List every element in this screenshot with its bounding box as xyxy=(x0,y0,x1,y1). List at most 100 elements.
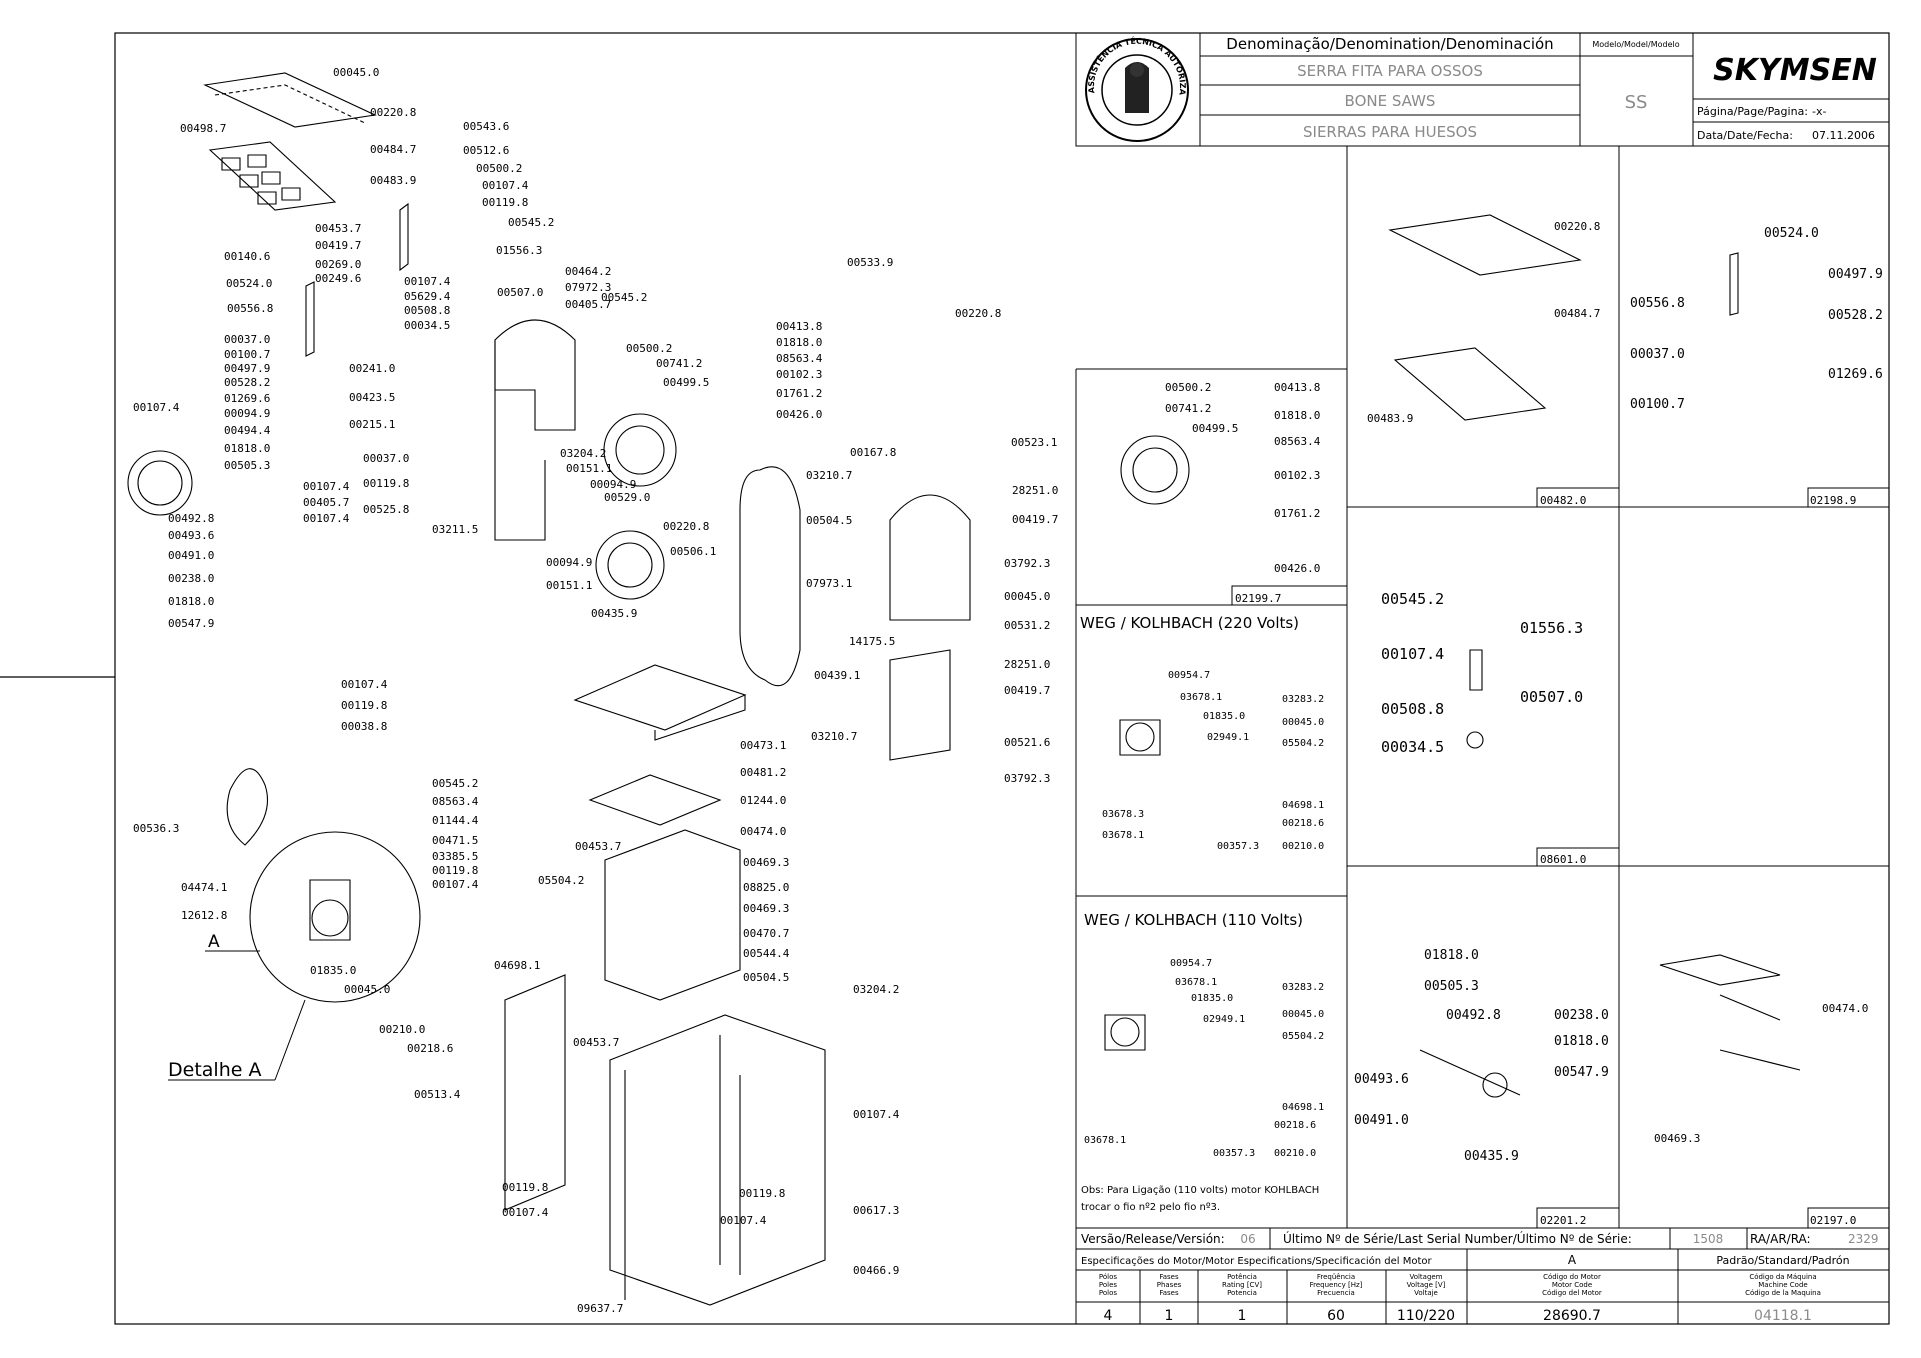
callout: 00545.2 xyxy=(1381,590,1444,608)
callout: 00499.5 xyxy=(1192,422,1238,435)
callout: 09637.7 xyxy=(577,1302,623,1315)
rating-value: 1 xyxy=(1238,1308,1247,1324)
callout: 00505.3 xyxy=(1424,979,1479,994)
callout: 01818.0 xyxy=(1554,1034,1609,1049)
callout: 05504.2 xyxy=(1282,738,1324,749)
callout: 00464.2 xyxy=(565,265,611,278)
callout: 00500.2 xyxy=(626,342,672,355)
callout: 00210.0 xyxy=(379,1023,425,1036)
weg-110-title: WEG / KOLHBACH (110 Volts) xyxy=(1084,911,1303,929)
callout: 00107.4 xyxy=(720,1214,767,1227)
callout: 01818.0 xyxy=(224,442,270,455)
callout: 00533.9 xyxy=(847,256,893,269)
page-label: Página/Page/Pagina: xyxy=(1697,105,1808,118)
callout: 00494.4 xyxy=(224,424,271,437)
callout: 00107.4 xyxy=(341,678,388,691)
callout: 00505.3 xyxy=(224,459,270,472)
motor-spec-label: Especificações do Motor/Motor Especifica… xyxy=(1081,1255,1433,1267)
callout: 00037.0 xyxy=(1630,347,1685,362)
callout: 00469.3 xyxy=(743,856,789,869)
callout: 00469.3 xyxy=(1654,1132,1700,1145)
exploded-parts-drawing xyxy=(127,72,1801,1306)
callout: 00473.1 xyxy=(740,739,786,752)
callout: 00954.7 xyxy=(1168,670,1210,681)
footer-column-header: Frequency [Hz] xyxy=(1310,1281,1363,1289)
callout: 03678.1 xyxy=(1084,1135,1126,1146)
callout: 00617.3 xyxy=(853,1204,899,1217)
callout: 00528.2 xyxy=(224,376,270,389)
ra-value: 2329 xyxy=(1848,1232,1879,1246)
callout: 01761.2 xyxy=(776,387,822,400)
motor-code-value: 28690.7 xyxy=(1543,1308,1601,1324)
callout: 00269.0 xyxy=(315,258,361,271)
callout: 04698.1 xyxy=(1282,1102,1324,1113)
callout: 01144.4 xyxy=(432,814,479,827)
motor-code-header: A xyxy=(1568,1253,1577,1267)
callout: 00107.4 xyxy=(432,878,479,891)
page-value: -x- xyxy=(1812,105,1826,118)
callout: 03678.1 xyxy=(1180,692,1222,703)
callout: 01818.0 xyxy=(1424,948,1479,963)
callout: 00528.2 xyxy=(1828,308,1883,323)
callout: 01761.2 xyxy=(1274,507,1320,520)
callout: 01835.0 xyxy=(1203,711,1245,722)
callout: 00215.1 xyxy=(349,418,395,431)
callout: 04698.1 xyxy=(1282,800,1324,811)
callout: 00741.2 xyxy=(656,357,702,370)
callout: 00119.8 xyxy=(502,1181,548,1194)
seal-text: ASSISTÊNCIA TÉCNICA AUTORIZADA xyxy=(0,0,1187,96)
callout: 00524.0 xyxy=(1764,226,1819,241)
callout: 00741.2 xyxy=(1165,402,1211,415)
callout: 03211.5 xyxy=(432,523,478,536)
callout: 00119.8 xyxy=(739,1187,785,1200)
callout: 00220.8 xyxy=(1554,220,1600,233)
callout: 03283.2 xyxy=(1282,694,1324,705)
callout: 05629.4 xyxy=(404,290,451,303)
callout: 03792.3 xyxy=(1004,772,1050,785)
callout: 00492.8 xyxy=(168,512,214,525)
callout: 00045.0 xyxy=(1282,717,1324,728)
footer-column-header: Machine Code xyxy=(1758,1281,1807,1289)
callout: 00413.8 xyxy=(1274,381,1320,394)
machine-code-value: 04118.1 xyxy=(1754,1308,1812,1324)
version-value: 06 xyxy=(1240,1232,1255,1246)
callout: 01556.3 xyxy=(1520,619,1583,637)
callout: 03678.1 xyxy=(1175,977,1217,988)
callout: 00094.9 xyxy=(224,407,270,420)
panel-code-02198: 02198.9 xyxy=(1810,494,1856,507)
callout: 03385.5 xyxy=(432,850,478,863)
brand-logo: SKYMSEN xyxy=(1713,53,1877,88)
callout: 00037.0 xyxy=(363,452,409,465)
callout: 01818.0 xyxy=(1274,409,1320,422)
callout: 00545.2 xyxy=(601,291,647,304)
callout: 00493.6 xyxy=(168,529,214,542)
callout: 01835.0 xyxy=(1191,993,1233,1004)
poles-value: 4 xyxy=(1104,1308,1113,1324)
footer-column-header: Polos xyxy=(1099,1289,1117,1297)
callout: 00483.9 xyxy=(370,174,416,187)
sheet-border xyxy=(114,32,1890,1325)
footer-column-header: Código de la Maquina xyxy=(1745,1289,1821,1297)
callout: 00435.9 xyxy=(1464,1149,1519,1164)
footer-column-header: Poles xyxy=(1099,1281,1118,1289)
authorized-seal-logo: ASSISTÊNCIA TÉCNICA AUTORIZADA xyxy=(0,0,1189,142)
callout: 05504.2 xyxy=(1282,1031,1324,1042)
panel-code-02201: 02201.2 xyxy=(1540,1214,1586,1227)
callout: 00492.8 xyxy=(1446,1008,1501,1023)
serial-label: Último Nº de Série/Last Serial Number/Úl… xyxy=(1283,1231,1632,1246)
obs-line-1: Obs: Para Ligação (110 volts) motor KOHL… xyxy=(1081,1185,1319,1196)
callout: 00545.2 xyxy=(432,777,478,790)
callout: 00484.7 xyxy=(1554,307,1600,320)
callout: 00524.0 xyxy=(226,277,272,290)
callout: 00504.5 xyxy=(743,971,789,984)
callout: 03210.7 xyxy=(811,730,857,743)
callout: 00045.0 xyxy=(344,983,390,996)
callout: 03678.1 xyxy=(1102,830,1144,841)
callout: 00500.2 xyxy=(1165,381,1211,394)
footer-column-header: Motor Code xyxy=(1552,1281,1592,1289)
name-es: SIERRAS PARA HUESOS xyxy=(1303,123,1477,141)
footer-column-header: Código do Motor xyxy=(1543,1273,1601,1281)
callout: 00499.5 xyxy=(663,376,709,389)
callout: 00419.7 xyxy=(1012,513,1058,526)
